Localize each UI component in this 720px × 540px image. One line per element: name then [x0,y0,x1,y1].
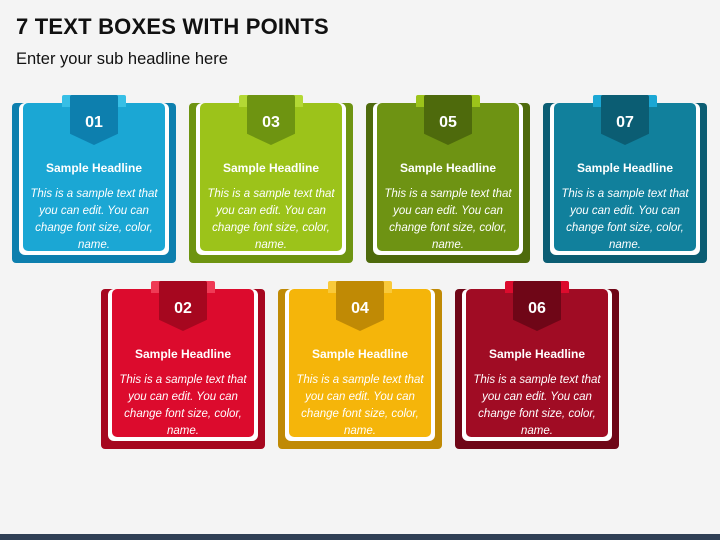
point-number: 07 [616,114,634,131]
card-headline: Sample Headline [311,347,409,361]
point-number: 05 [439,114,457,131]
card-headline: Sample Headline [222,161,320,175]
card-headline: Sample Headline [399,161,497,175]
card-tab-fold [336,281,384,291]
card-tab-fold [70,95,118,105]
footer-bar [0,534,720,540]
text-box-card: 02 Sample Headline This is a sample text… [101,281,265,449]
card-body-text: This is a sample text that you can edit.… [473,374,601,437]
card-tab-fold [424,95,472,105]
page-title: 7 TEXT BOXES WITH POINTS [16,14,329,39]
card-headline: Sample Headline [576,161,674,175]
card-headline: Sample Headline [45,161,143,175]
card-body-text: This is a sample text that you can edit.… [296,374,424,437]
text-box-card: 05 Sample Headline This is a sample text… [366,95,530,263]
card-tab-fold [159,281,207,291]
card-body-text: This is a sample text that you can edit.… [30,188,158,251]
text-box-card: 01 Sample Headline This is a sample text… [12,95,176,263]
card-body-text: This is a sample text that you can edit.… [119,374,247,437]
text-box-card: 07 Sample Headline This is a sample text… [543,95,707,263]
point-number: 02 [174,300,192,317]
card-body-text: This is a sample text that you can edit.… [384,188,512,251]
card-tab-fold [247,95,295,105]
card-headline: Sample Headline [488,347,586,361]
point-number: 01 [85,114,103,131]
text-box-card: 04 Sample Headline This is a sample text… [278,281,442,449]
text-box-card: 06 Sample Headline This is a sample text… [455,281,619,449]
card-tab-fold [513,281,561,291]
point-number: 04 [351,300,369,317]
card-tab-fold [601,95,649,105]
card-headline: Sample Headline [134,347,232,361]
point-number: 03 [262,114,280,131]
card-body-text: This is a sample text that you can edit.… [207,188,335,251]
page-subtitle: Enter your sub headline here [16,50,228,68]
point-number: 06 [528,300,546,317]
text-box-card: 03 Sample Headline This is a sample text… [189,95,353,263]
card-body-text: This is a sample text that you can edit.… [561,188,689,251]
